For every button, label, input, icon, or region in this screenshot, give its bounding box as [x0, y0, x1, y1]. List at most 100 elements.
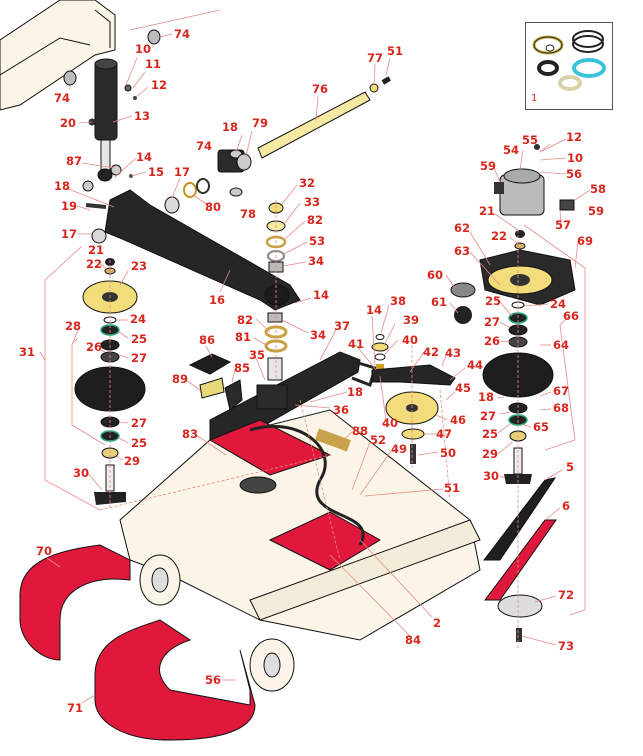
callout-40[interactable]: 40 — [402, 333, 418, 347]
callout-34[interactable]: 34 — [310, 328, 326, 342]
callout-55[interactable]: 55 — [522, 133, 538, 147]
callout-28[interactable]: 28 — [65, 319, 81, 333]
callout-25[interactable]: 25 — [482, 427, 498, 441]
callout-82[interactable]: 82 — [307, 213, 323, 227]
callout-15[interactable]: 15 — [148, 165, 164, 179]
callout-73[interactable]: 73 — [558, 639, 574, 653]
callout-30[interactable]: 30 — [73, 466, 89, 480]
callout-56[interactable]: 56 — [205, 673, 221, 687]
callout-78[interactable]: 78 — [240, 207, 256, 221]
callout-26[interactable]: 26 — [86, 340, 102, 354]
callout-24[interactable]: 24 — [550, 297, 566, 311]
callout-36[interactable]: 36 — [333, 403, 349, 417]
callout-2[interactable]: 2 — [433, 616, 441, 630]
callout-57[interactable]: 57 — [555, 218, 571, 232]
callout-16[interactable]: 16 — [209, 293, 225, 307]
callout-18[interactable]: 18 — [222, 120, 238, 134]
callout-27[interactable]: 27 — [131, 416, 147, 430]
callout-68[interactable]: 68 — [553, 401, 569, 415]
callout-27[interactable]: 27 — [131, 351, 147, 365]
callout-18[interactable]: 18 — [54, 179, 70, 193]
callout-60[interactable]: 60 — [427, 268, 443, 282]
callout-6[interactable]: 6 — [562, 499, 570, 513]
callout-34[interactable]: 34 — [308, 254, 324, 268]
callout-84[interactable]: 84 — [405, 633, 421, 647]
callout-72[interactable]: 72 — [558, 588, 574, 602]
callout-81[interactable]: 81 — [235, 330, 251, 344]
callout-74[interactable]: 74 — [174, 27, 190, 41]
callout-80[interactable]: 80 — [205, 200, 221, 214]
callout-26[interactable]: 26 — [484, 334, 500, 348]
callout-25[interactable]: 25 — [131, 436, 147, 450]
callout-17[interactable]: 17 — [174, 165, 190, 179]
callout-13[interactable]: 13 — [134, 109, 150, 123]
callout-22[interactable]: 22 — [491, 229, 507, 243]
callout-12[interactable]: 12 — [151, 78, 167, 92]
callout-70[interactable]: 70 — [36, 544, 52, 558]
callout-18[interactable]: 18 — [478, 390, 494, 404]
callout-25[interactable]: 25 — [131, 332, 147, 346]
callout-10[interactable]: 10 — [135, 42, 151, 56]
callout-17[interactable]: 17 — [61, 227, 77, 241]
callout-14[interactable]: 14 — [366, 303, 382, 317]
callout-52[interactable]: 52 — [370, 433, 386, 447]
callout-47[interactable]: 47 — [436, 427, 452, 441]
callout-61[interactable]: 61 — [431, 295, 447, 309]
callout-38[interactable]: 38 — [390, 294, 406, 308]
callout-43[interactable]: 43 — [445, 346, 461, 360]
callout-24[interactable]: 24 — [130, 312, 146, 326]
callout-12[interactable]: 12 — [566, 130, 582, 144]
callout-50[interactable]: 50 — [440, 446, 456, 460]
callout-27[interactable]: 27 — [480, 409, 496, 423]
callout-74[interactable]: 74 — [196, 139, 212, 153]
callout-33[interactable]: 33 — [304, 195, 320, 209]
callout-22[interactable]: 22 — [86, 257, 102, 271]
callout-56[interactable]: 56 — [566, 167, 582, 181]
callout-18[interactable]: 18 — [347, 385, 363, 399]
callout-20[interactable]: 20 — [60, 116, 76, 130]
callout-65[interactable]: 65 — [533, 420, 549, 434]
callout-62[interactable]: 62 — [454, 221, 470, 235]
callout-11[interactable]: 11 — [145, 57, 161, 71]
callout-85[interactable]: 85 — [234, 361, 250, 375]
callout-46[interactable]: 46 — [450, 413, 466, 427]
callout-53[interactable]: 53 — [309, 234, 325, 248]
callout-41[interactable]: 41 — [348, 337, 364, 351]
callout-87[interactable]: 87 — [66, 154, 82, 168]
callout-29[interactable]: 29 — [482, 447, 498, 461]
callout-54[interactable]: 54 — [503, 143, 519, 157]
callout-59[interactable]: 59 — [480, 159, 496, 173]
callout-58[interactable]: 58 — [590, 182, 606, 196]
callout-5[interactable]: 5 — [566, 460, 574, 474]
callout-69[interactable]: 69 — [577, 234, 593, 248]
callout-25[interactable]: 25 — [485, 294, 501, 308]
callout-79[interactable]: 79 — [252, 116, 268, 130]
callout-88[interactable]: 88 — [352, 424, 368, 438]
callout-39[interactable]: 39 — [403, 313, 419, 327]
callout-66[interactable]: 66 — [563, 309, 579, 323]
callout-14[interactable]: 14 — [313, 288, 329, 302]
callout-51[interactable]: 51 — [444, 481, 460, 495]
callout-49[interactable]: 49 — [391, 442, 407, 456]
callout-32[interactable]: 32 — [299, 176, 315, 190]
callout-35[interactable]: 35 — [249, 348, 265, 362]
callout-77[interactable]: 77 — [367, 51, 383, 65]
callout-86[interactable]: 86 — [199, 333, 215, 347]
callout-42[interactable]: 42 — [423, 345, 439, 359]
callout-10[interactable]: 10 — [567, 151, 583, 165]
callout-19[interactable]: 19 — [61, 199, 77, 213]
callout-74[interactable]: 74 — [54, 91, 70, 105]
callout-31[interactable]: 31 — [19, 345, 35, 359]
callout-37[interactable]: 37 — [334, 319, 350, 333]
callout-76[interactable]: 76 — [312, 82, 328, 96]
callout-27[interactable]: 27 — [484, 315, 500, 329]
callout-82[interactable]: 82 — [237, 313, 253, 327]
callout-21[interactable]: 21 — [479, 204, 495, 218]
callout-64[interactable]: 64 — [553, 338, 569, 352]
callout-71[interactable]: 71 — [67, 701, 83, 715]
callout-51[interactable]: 51 — [387, 44, 403, 58]
callout-83[interactable]: 83 — [182, 427, 198, 441]
callout-40[interactable]: 40 — [382, 416, 398, 430]
callout-45[interactable]: 45 — [455, 381, 471, 395]
callout-89[interactable]: 89 — [172, 372, 188, 386]
